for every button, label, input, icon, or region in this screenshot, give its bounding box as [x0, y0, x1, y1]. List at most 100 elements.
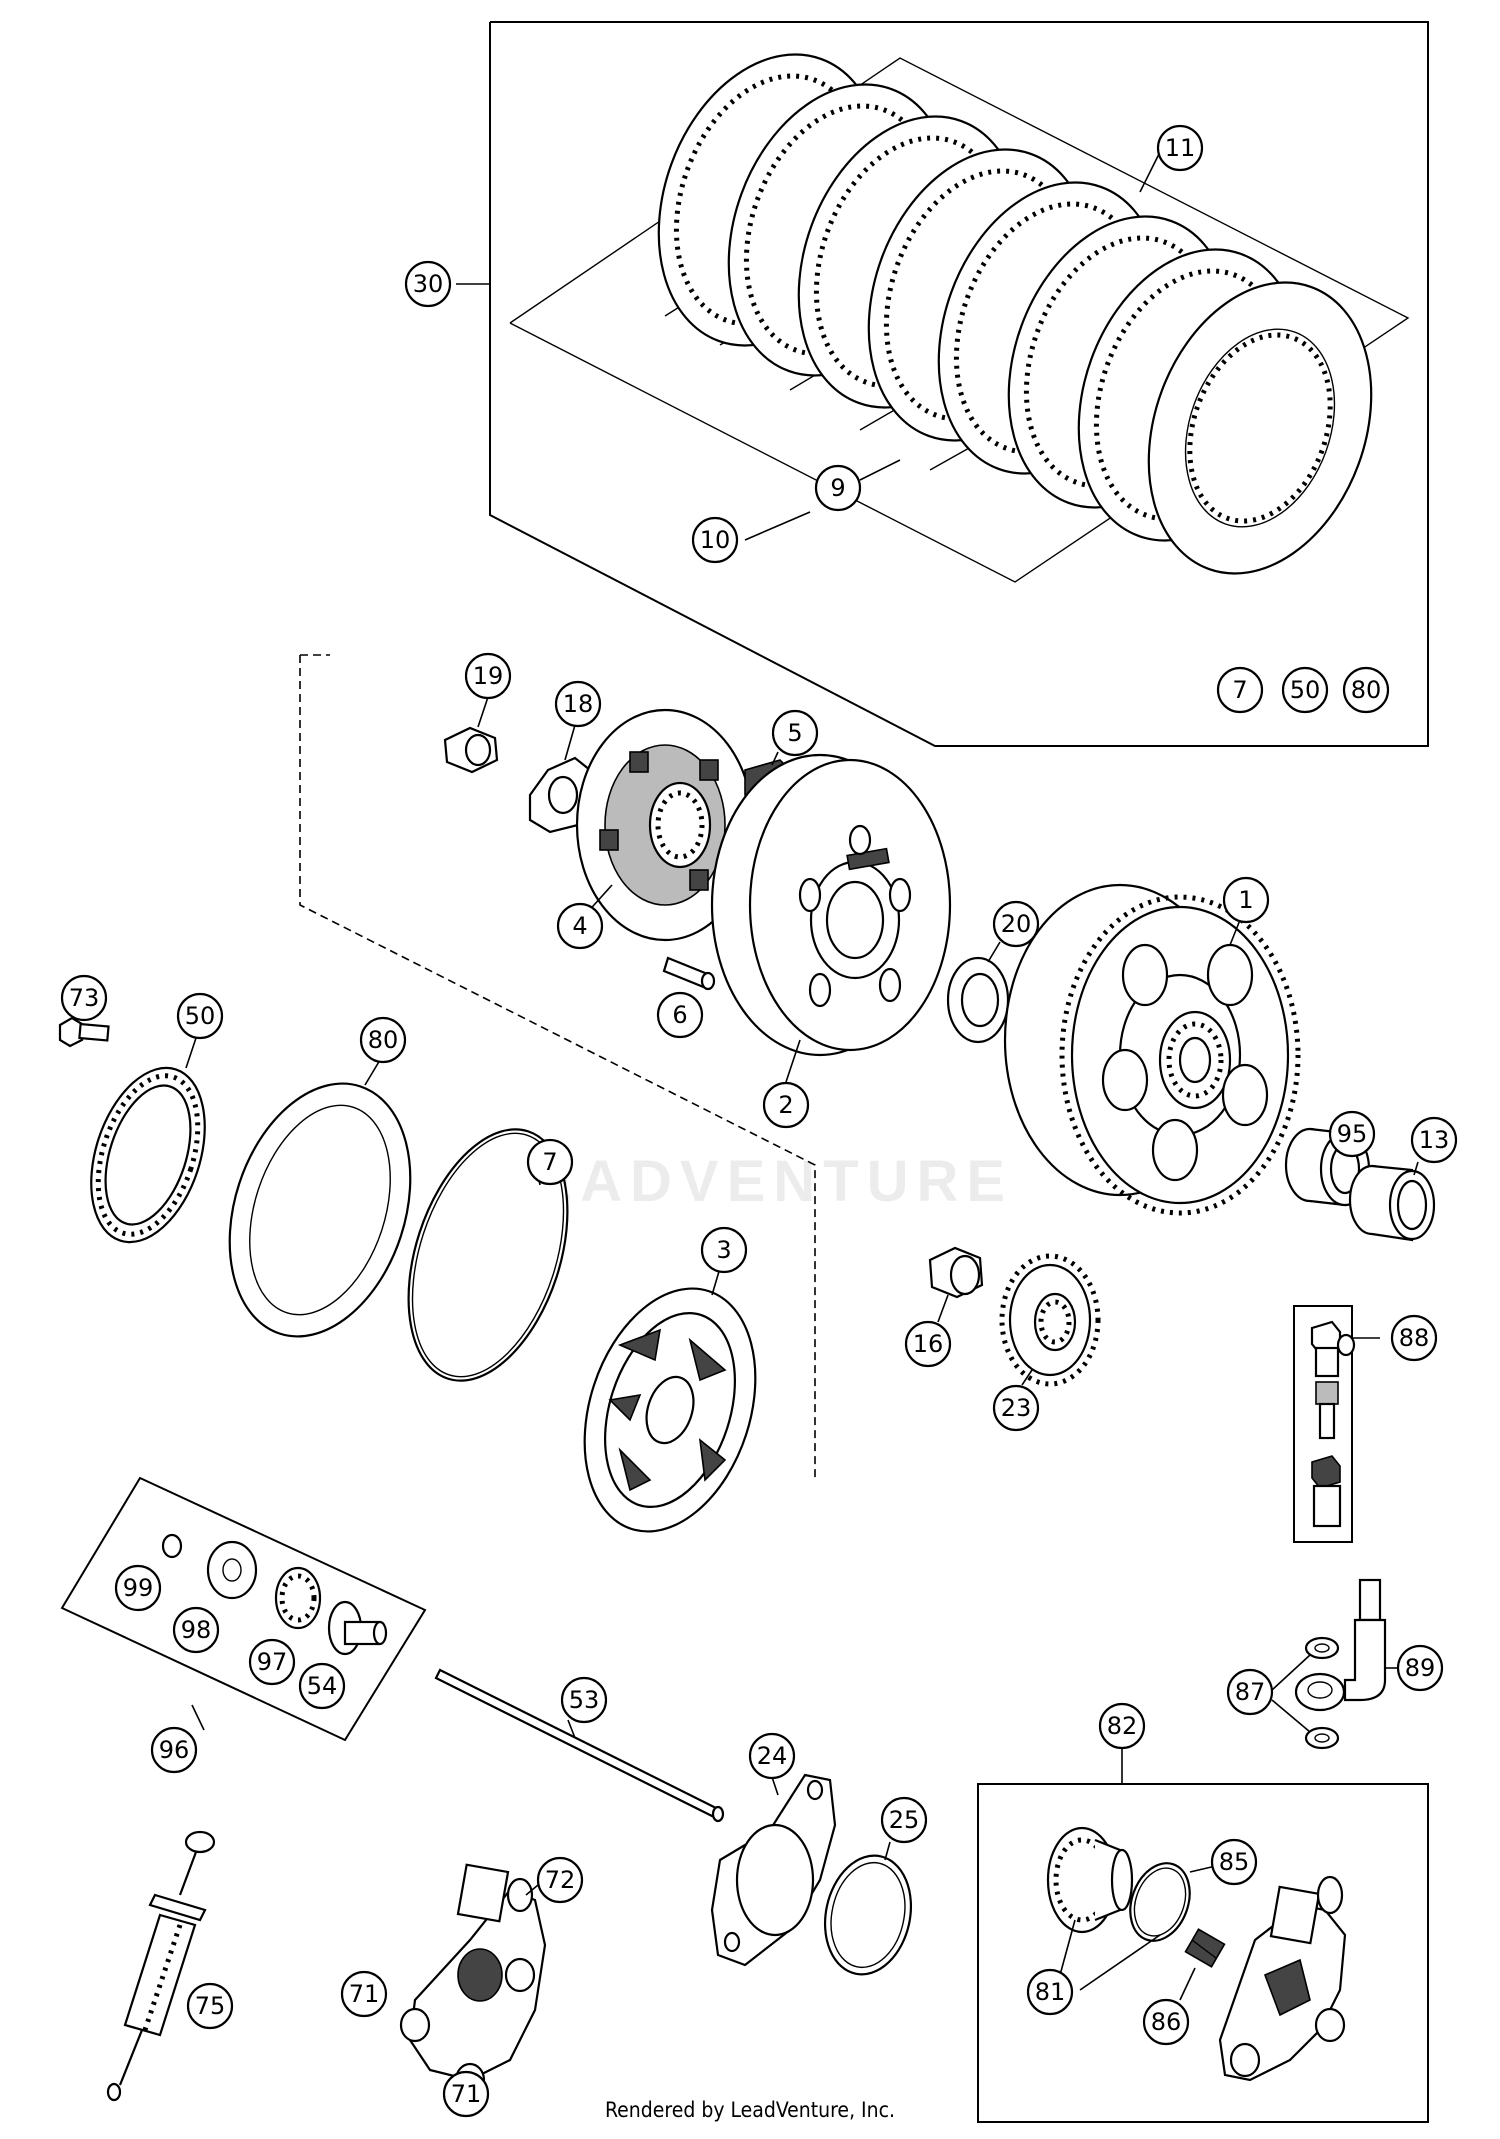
callout-4-label: 4 [572, 912, 587, 940]
callout-11[interactable]: 11 [1156, 124, 1204, 172]
callout-86[interactable]: 86 [1142, 1998, 1190, 2046]
callout-86-label: 86 [1151, 2008, 1182, 2036]
clutch-hub-dashed-frame [299, 654, 816, 1482]
callout-96-label: 96 [159, 1736, 190, 1764]
part-82-slave-cylinder-frame [977, 1783, 1429, 2123]
callout-72-label: 72 [545, 1866, 576, 1894]
part-50-spring-disc [90, 1066, 206, 1244]
callout-23-label: 23 [1001, 1394, 1032, 1422]
callout-96[interactable]: 96 [150, 1726, 198, 1774]
part-7-o-ring [407, 1128, 569, 1382]
callout-89[interactable]: 89 [1396, 1644, 1444, 1692]
clutch-plate-stack [657, 53, 1373, 575]
part-23-gear [999, 1253, 1101, 1387]
callout-88[interactable]: 88 [1390, 1314, 1438, 1362]
callout-5[interactable]: 5 [771, 709, 819, 757]
callout-95-label: 95 [1337, 1120, 1368, 1148]
callout-75-label: 75 [195, 1992, 226, 2020]
callout-19-label: 19 [473, 662, 504, 690]
part-86-spring [1184, 1928, 1226, 1968]
callout-9-label: 9 [830, 474, 845, 502]
callout-80-kit[interactable]: 80 [1342, 666, 1390, 714]
callout-71-bottom-label: 71 [451, 2080, 482, 2108]
callout-13-label: 13 [1419, 1126, 1450, 1154]
callout-24[interactable]: 24 [748, 1732, 796, 1780]
callout-6[interactable]: 6 [656, 991, 704, 1039]
part-72-slave-cylinder [399, 1863, 547, 2098]
part-3-pressure-plate [583, 1287, 757, 1533]
part-13-sleeve [1348, 1164, 1436, 1242]
part-24-gasket [710, 1773, 837, 1967]
callout-80-label: 80 [368, 1026, 399, 1054]
callout-97[interactable]: 97 [248, 1638, 296, 1686]
callout-4[interactable]: 4 [556, 902, 604, 950]
callout-73-label: 73 [69, 984, 100, 1012]
callout-50[interactable]: 50 [176, 992, 224, 1040]
callout-82[interactable]: 82 [1098, 1702, 1146, 1750]
callout-53[interactable]: 53 [560, 1676, 608, 1724]
callout-7[interactable]: 7 [526, 1138, 574, 1186]
callout-87[interactable]: 87 [1226, 1668, 1274, 1716]
callout-7-kit-label: 7 [1232, 676, 1247, 704]
callout-10-label: 10 [700, 526, 731, 554]
callout-23[interactable]: 23 [992, 1384, 1040, 1432]
callout-98[interactable]: 98 [172, 1606, 220, 1654]
callout-50-kit[interactable]: 50 [1281, 666, 1329, 714]
callout-85[interactable]: 85 [1210, 1838, 1258, 1886]
callout-81[interactable]: 81 [1026, 1968, 1074, 2016]
callout-71-left-label: 71 [349, 1980, 380, 2008]
callout-3[interactable]: 3 [700, 1226, 748, 1274]
callout-20[interactable]: 20 [992, 900, 1040, 948]
part-89-banjo-fitting [1294, 1578, 1387, 1712]
callout-1-label: 1 [1238, 886, 1253, 914]
part-80-ring [228, 1082, 412, 1338]
callout-13[interactable]: 13 [1410, 1116, 1458, 1164]
callout-98-label: 98 [181, 1616, 212, 1644]
callout-54-label: 54 [307, 1672, 338, 1700]
callout-1[interactable]: 1 [1222, 876, 1270, 924]
part-6-pin [662, 956, 716, 991]
callout-54[interactable]: 54 [298, 1662, 346, 1710]
callout-2[interactable]: 2 [762, 1081, 810, 1129]
callout-87-label: 87 [1235, 1678, 1266, 1706]
part-53-push-rod [434, 1668, 725, 1823]
part-4-inner-hub [575, 708, 755, 942]
callout-25[interactable]: 25 [880, 1796, 928, 1844]
callout-71-bottom[interactable]: 71 [442, 2070, 490, 2118]
callout-19[interactable]: 19 [464, 652, 512, 700]
callout-80[interactable]: 80 [359, 1016, 407, 1064]
callout-20-label: 20 [1001, 910, 1032, 938]
callout-89-label: 89 [1405, 1654, 1436, 1682]
callout-6-label: 6 [672, 1001, 687, 1029]
callout-71-left[interactable]: 71 [340, 1970, 388, 2018]
callout-73[interactable]: 73 [60, 974, 108, 1022]
part-75-grease-syringe [106, 1830, 216, 2102]
callout-75[interactable]: 75 [186, 1982, 234, 2030]
callout-95[interactable]: 95 [1328, 1110, 1376, 1158]
part-20-washer [946, 956, 1010, 1044]
part-96-kit-frame [60, 1476, 427, 1742]
callout-50-kit-label: 50 [1290, 676, 1321, 704]
part-2-clutch-basket [710, 753, 952, 1057]
callout-99[interactable]: 99 [114, 1564, 162, 1612]
callout-7-kit[interactable]: 7 [1216, 666, 1264, 714]
part-87-sealing-washers [1304, 1636, 1340, 1750]
callout-18[interactable]: 18 [554, 680, 602, 728]
callout-99-label: 99 [123, 1574, 154, 1602]
callout-30-label: 30 [413, 270, 444, 298]
callout-16[interactable]: 16 [904, 1320, 952, 1368]
callout-72[interactable]: 72 [536, 1856, 584, 1904]
render-credit: Rendered by LeadVenture, Inc. [605, 2098, 895, 2122]
callout-11-label: 11 [1165, 134, 1196, 162]
callout-97-label: 97 [257, 1648, 288, 1676]
callout-10[interactable]: 10 [691, 516, 739, 564]
part-1-primary-gear-basket [1003, 883, 1301, 1216]
callout-9[interactable]: 9 [814, 464, 862, 512]
callout-50-label: 50 [185, 1002, 216, 1030]
callout-53-label: 53 [569, 1686, 600, 1714]
callout-88-label: 88 [1399, 1324, 1430, 1352]
callout-85-label: 85 [1219, 1848, 1250, 1876]
callout-30[interactable]: 30 [404, 260, 452, 308]
